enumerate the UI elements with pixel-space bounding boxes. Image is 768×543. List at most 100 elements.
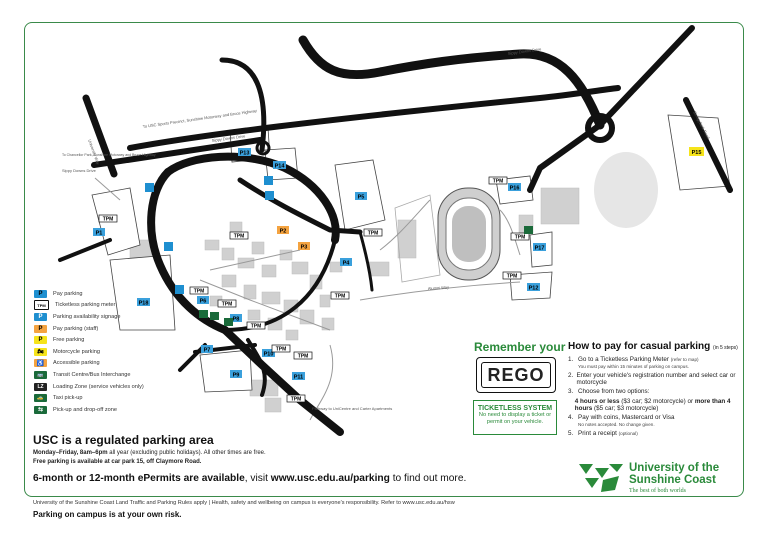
car-park-label: P7 bbox=[204, 348, 211, 354]
road-label: Alumni Way bbox=[428, 285, 450, 291]
road-label: To USC Sports Precinct, Sunshine Motorwa… bbox=[142, 108, 257, 129]
car-park-label: P14 bbox=[275, 164, 286, 170]
howto-title: How to pay for casual parking (in 5 step… bbox=[568, 341, 738, 352]
legend-item: P Free parking bbox=[34, 334, 174, 346]
rego-text: REGO bbox=[481, 362, 551, 388]
logo-line1: University of the bbox=[629, 462, 720, 474]
car-park-label: P12 bbox=[529, 286, 539, 292]
bus-interchange-icon: 🚌 bbox=[34, 370, 47, 379]
motorcycle-icon: 🏍 bbox=[34, 347, 47, 356]
tpm-marker: TPM bbox=[276, 347, 287, 353]
car-park-label: P18 bbox=[139, 301, 149, 307]
car-park-label: P17 bbox=[535, 246, 545, 252]
step-text: Choose from two options: bbox=[578, 388, 650, 396]
step-number: 1. bbox=[568, 356, 574, 363]
free-parking-note: Free parking is available at car park 15… bbox=[33, 459, 202, 465]
free-parking-icon: P bbox=[34, 336, 47, 345]
rego-plate: REGO bbox=[476, 357, 556, 393]
footer-rules: University of the Sunshine Coast Land Tr… bbox=[33, 500, 455, 506]
car-park-label: P5 bbox=[358, 195, 365, 201]
car-park-label: P1 bbox=[96, 231, 103, 237]
legend-item: ⇆ Pick-up and drop-off zone bbox=[34, 404, 174, 416]
footer-risk: Parking on campus is at your own risk. bbox=[33, 510, 182, 519]
car-park-label: P10 bbox=[264, 352, 274, 358]
accessible-icon: ♿ bbox=[34, 359, 47, 368]
legend-item: P Parking availability signage bbox=[34, 311, 174, 323]
legend-label: Pay parking bbox=[53, 290, 83, 297]
car-park-label: P6 bbox=[200, 299, 207, 305]
availability-signage-icon bbox=[145, 176, 274, 294]
regulated-title: USC is a regulated parking area bbox=[33, 433, 214, 447]
howto-steps: 1. Go to a Ticketless Parking Meter (refe… bbox=[568, 356, 738, 439]
remember-title: Remember your bbox=[474, 340, 566, 354]
tpm-marker: TPM bbox=[298, 354, 309, 360]
car-park-label: P15 bbox=[692, 150, 702, 156]
tpm-marker: TPM bbox=[507, 274, 518, 280]
legend-item: ♿ Accessible parking bbox=[34, 358, 174, 370]
legend-label: Loading Zone (service vehicles only) bbox=[53, 383, 144, 390]
step-number: 2. bbox=[568, 372, 574, 380]
tpm-marker: TPM bbox=[234, 234, 245, 240]
step-number: 3. bbox=[568, 388, 574, 396]
legend-label: Parking availability signage bbox=[53, 313, 121, 320]
tpm-marker: TPM bbox=[251, 324, 262, 330]
epermit-end: to find out more. bbox=[389, 473, 467, 484]
tpm-marker: TPM bbox=[493, 179, 504, 185]
epermit-line: 6-month or 12-month ePermits are availab… bbox=[33, 473, 466, 484]
road-label: Sippy Downs Drive bbox=[62, 168, 97, 173]
step-sub: No notes accepted. No change given. bbox=[578, 421, 655, 427]
logo-tagline: The best of both worlds bbox=[629, 488, 686, 494]
car-park-label: P2 bbox=[280, 229, 287, 235]
road-label: Sippy Downs Drive bbox=[211, 133, 246, 143]
tpm-marker: TPM bbox=[291, 397, 302, 403]
step-number: 4. bbox=[568, 413, 574, 421]
step-text: Print a receipt bbox=[578, 429, 617, 437]
taxi-icon: 🚕 bbox=[34, 394, 47, 403]
car-park-label: P16 bbox=[510, 186, 520, 192]
road-label: Pathway to UniCentre and Carter Apartmen… bbox=[312, 406, 392, 411]
pay-parking-icon: P bbox=[34, 289, 47, 298]
legend-item: LZ Loading Zone (service vehicles only) bbox=[34, 381, 174, 393]
car-park-label: P13 bbox=[240, 151, 250, 157]
pay-parking-staff-icon: P bbox=[34, 324, 47, 333]
step-item: 5.Print a receipt (optional) bbox=[568, 430, 738, 437]
howto-title-small: (in 5 steps) bbox=[713, 345, 738, 351]
step-text: Go to a Ticketless Parking Meter bbox=[578, 356, 669, 363]
hours-bold: Monday–Friday, 8am–6pm bbox=[33, 450, 108, 456]
tpm-marker: TPM bbox=[335, 294, 346, 300]
step-note: (optional) bbox=[618, 430, 638, 436]
legend-item: 🏍Motorcycle parking bbox=[34, 346, 174, 358]
road-label: To Chancellor Park, Sunshine Motorway an… bbox=[62, 153, 156, 157]
legend-label: Accessible parking bbox=[53, 360, 100, 367]
howto-title-text: How to pay for casual parking bbox=[568, 341, 711, 352]
step-options: 4 hours or less ($3 car; $2 motorcycle) … bbox=[568, 398, 738, 412]
usc-logo-icon bbox=[579, 464, 623, 492]
epermit-link[interactable]: www.usc.edu.au/parking bbox=[270, 473, 390, 484]
option-long: more than 4 hours bbox=[574, 397, 731, 412]
tpm-marker: TPM bbox=[515, 235, 526, 241]
legend-label: Taxi pick-up bbox=[53, 395, 83, 402]
tpm-marker: TPM bbox=[368, 231, 379, 237]
legend-label: Pick-up and drop-off zone bbox=[53, 406, 117, 413]
legend-label: Transit Centre/Bus Interchange bbox=[53, 371, 131, 378]
step-note: (refer to map) bbox=[670, 357, 699, 362]
road-label: Sippy Downs Drive bbox=[507, 46, 542, 56]
pickup-dropoff-icon: ⇆ bbox=[34, 405, 47, 414]
car-park-label: P3 bbox=[301, 245, 308, 251]
hours-rest: all year (excluding public holidays). Al… bbox=[107, 450, 266, 456]
option-long-price: ($5 car; $3 motorcycle) bbox=[592, 404, 659, 412]
step-item: 3. Choose from two options: bbox=[568, 388, 738, 395]
availability-signage-icon: P bbox=[34, 312, 47, 321]
step-item: 1. Go to a Ticketless Parking Meter (refe… bbox=[568, 356, 738, 370]
roundabout bbox=[585, 113, 615, 143]
ticketless-title: TICKETLESS SYSTEM bbox=[477, 405, 553, 412]
sports-oval bbox=[594, 152, 658, 228]
loading-zone-icon: LZ bbox=[34, 382, 47, 391]
step-item: 2.Enter your vehicle's registration numb… bbox=[568, 372, 738, 386]
regulated-hours: Monday–Friday, 8am–6pm all year (excludi… bbox=[33, 450, 266, 456]
tpm-marker: TPM bbox=[194, 289, 205, 295]
legend-label: Free parking bbox=[53, 337, 85, 344]
